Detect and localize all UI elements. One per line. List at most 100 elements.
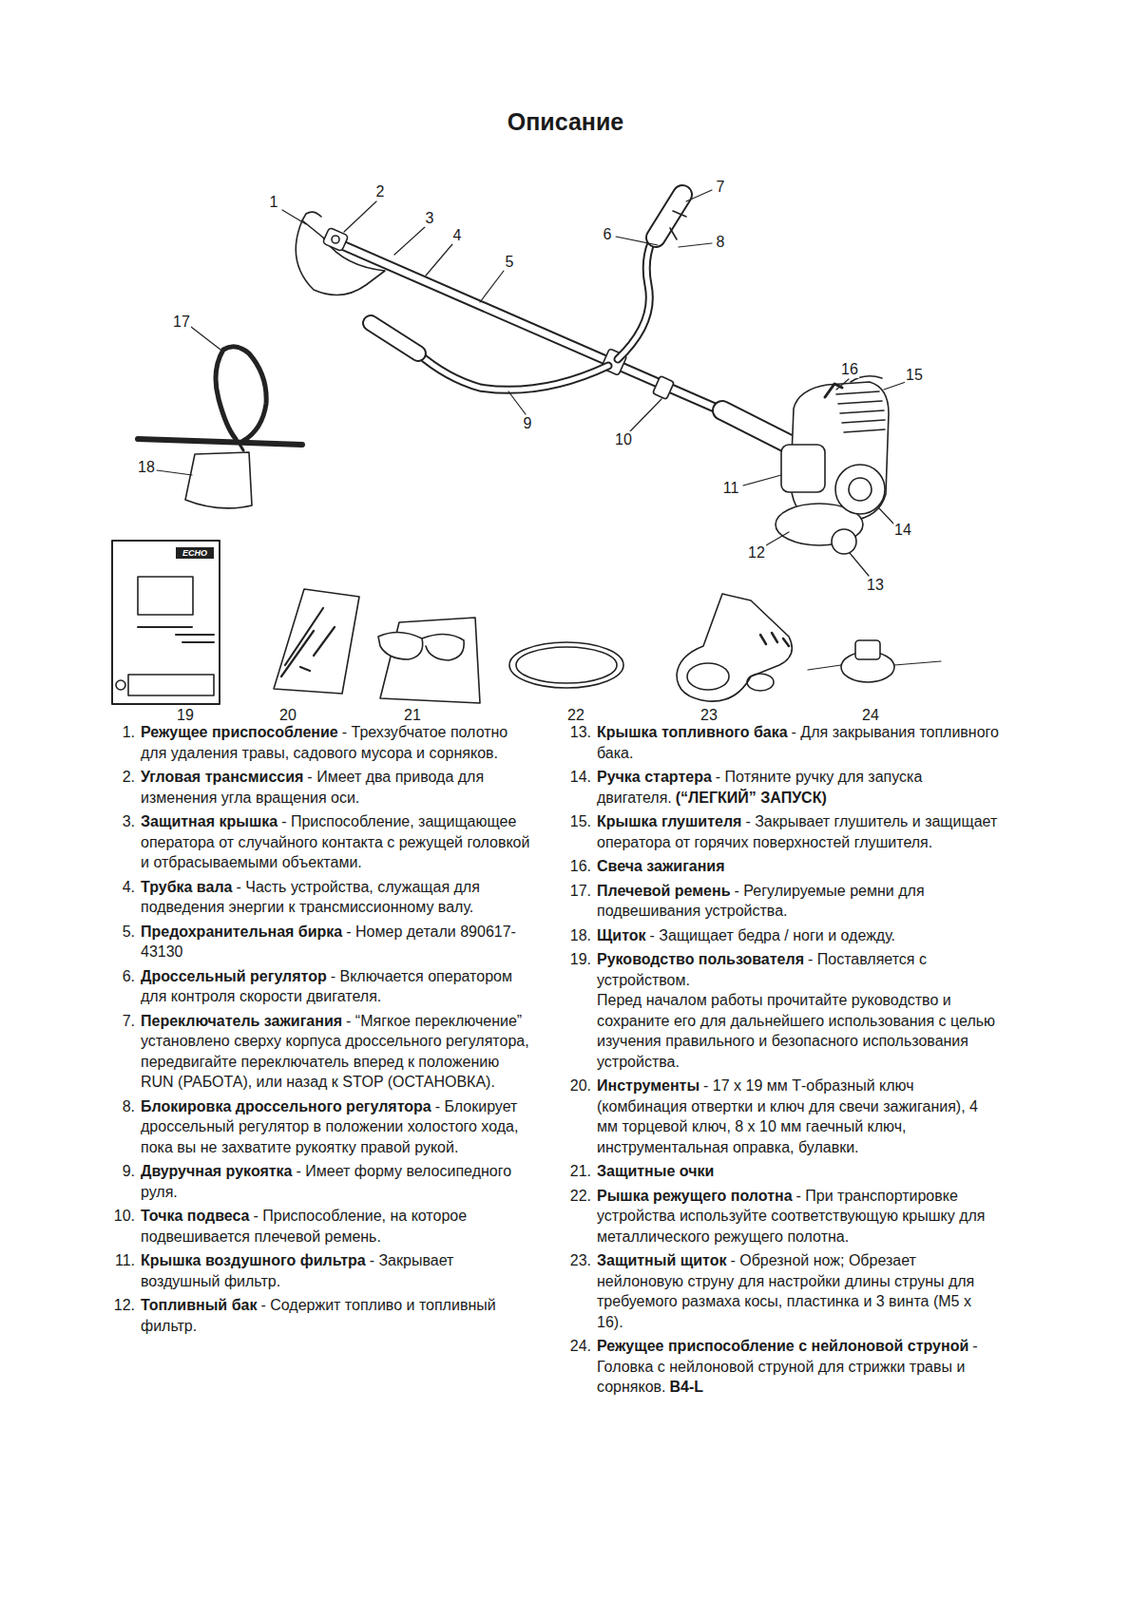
page-title: Описание bbox=[0, 108, 1131, 136]
waist-strap bbox=[137, 439, 303, 445]
item-number: 23. bbox=[564, 1250, 592, 1272]
leader-line bbox=[508, 391, 526, 415]
part-name: Ручка стартера bbox=[596, 768, 712, 786]
throttle-trigger bbox=[670, 210, 687, 240]
item-number: 6. bbox=[108, 966, 135, 988]
part-name: Плечевой ремень bbox=[596, 882, 731, 900]
list-item: 20.Инструменты- 17 x 19 мм Т-образный кл… bbox=[596, 1075, 1000, 1158]
item-number: 16. bbox=[564, 856, 592, 878]
handlebar-fill bbox=[418, 353, 609, 390]
part-description: B4-L bbox=[670, 1379, 705, 1396]
starter bbox=[835, 464, 885, 515]
leader-line bbox=[394, 227, 425, 255]
callout-number: 11 bbox=[722, 479, 741, 498]
item-number: 8. bbox=[108, 1096, 135, 1118]
callout-number: 21 bbox=[402, 707, 422, 725]
list-item: 21.Защитные очки bbox=[596, 1161, 1000, 1183]
part-name: Топливный бак bbox=[140, 1297, 257, 1314]
part-name: Двуручная рукоятка bbox=[140, 1163, 293, 1180]
list-item: 13.Крышка топливного бака- Для закрывани… bbox=[596, 722, 1000, 764]
part-name: Трубка вала bbox=[140, 879, 232, 896]
manual bbox=[112, 540, 220, 705]
part-name: Защитные очки bbox=[596, 1163, 714, 1180]
callout-number: 23 bbox=[699, 707, 719, 725]
manual-footer bbox=[128, 674, 214, 696]
left-grip-outline bbox=[370, 323, 419, 354]
leader-line bbox=[425, 244, 453, 276]
trimmer-head-top bbox=[855, 640, 881, 660]
list-item: 8.Блокировка дроссельного регулятора- Бл… bbox=[140, 1096, 537, 1159]
throttle-handle-outline bbox=[655, 194, 683, 238]
list-item: 12.Топливный бак- Содержит топливо и топ… bbox=[140, 1295, 537, 1337]
part-description: Перед началом работы прочитайте руководс… bbox=[596, 990, 1000, 1073]
leader-line bbox=[686, 190, 712, 202]
part-name: Предохранительная бирка bbox=[140, 923, 343, 940]
leader-line bbox=[615, 236, 658, 246]
item-number: 21. bbox=[564, 1161, 592, 1183]
part-name: Крышка топливного бака bbox=[596, 724, 788, 741]
starter-hub bbox=[848, 478, 872, 501]
list-item: 6.Дроссельный регулятор- Включается опер… bbox=[140, 966, 537, 1008]
callout-number: 1 bbox=[268, 193, 280, 211]
shoulder-strap bbox=[215, 346, 267, 441]
leader-line bbox=[156, 470, 192, 476]
item-number: 1. bbox=[108, 722, 135, 744]
blade-cover-ring bbox=[509, 642, 624, 689]
part-name: Блокировка дроссельного регулятора bbox=[140, 1098, 432, 1115]
list-item: 3.Защитная крышка- Приспособление, защищ… bbox=[140, 811, 537, 874]
leader-line bbox=[836, 379, 849, 390]
list-item: 7.Переключатель зажигания- “Мягкое перек… bbox=[140, 1011, 537, 1093]
callout-number: 13 bbox=[865, 576, 885, 595]
part-name: Свеча зажигания bbox=[596, 858, 726, 875]
part-name: Дроссельный регулятор bbox=[140, 968, 327, 985]
list-item: 11.Крышка воздушного фильтра- Закрывает … bbox=[140, 1250, 537, 1292]
item-number: 12. bbox=[108, 1295, 135, 1317]
fuel-cap bbox=[831, 529, 857, 555]
leader-line bbox=[678, 243, 712, 248]
part-name: Режущее приспособление bbox=[140, 724, 339, 741]
item-number: 13. bbox=[564, 722, 592, 744]
guard-shield bbox=[676, 594, 792, 702]
throttle-handle-fill bbox=[655, 194, 683, 238]
part-description: - Защищает бедра / ноги и одежду. bbox=[650, 927, 896, 944]
callout-number: 19 bbox=[175, 707, 195, 725]
list-item: 9.Двуручная рукоятка- Имеет форму велоси… bbox=[140, 1161, 537, 1203]
list-item: 18.Щиток- Защищает бедра / ноги и одежду… bbox=[596, 925, 1000, 947]
leader-line bbox=[282, 210, 307, 225]
safety-glasses bbox=[378, 632, 464, 661]
leader-line bbox=[849, 553, 869, 576]
leader-line bbox=[630, 399, 662, 432]
shaft-fill bbox=[342, 245, 761, 428]
guard-plate bbox=[747, 673, 774, 691]
list-item: 16.Свеча зажигания bbox=[596, 856, 1000, 878]
callout-number: 7 bbox=[715, 178, 727, 196]
list-item: 19.Руководство пользователя- Поставляетс… bbox=[596, 949, 1000, 1073]
parts-list-column: 1.Режущее приспособление- Трехзубчатое п… bbox=[140, 722, 537, 1341]
guard-screws bbox=[760, 632, 789, 647]
right-bar-outline bbox=[617, 232, 656, 360]
logo-bar bbox=[175, 547, 214, 559]
manual-lines bbox=[137, 627, 214, 643]
leader-line bbox=[743, 475, 782, 486]
item-number: 7. bbox=[108, 1011, 135, 1033]
item-number: 14. bbox=[564, 766, 592, 788]
callout-number: 17 bbox=[172, 313, 192, 331]
item-number: 10. bbox=[108, 1206, 135, 1227]
part-name: Крышка глушителя bbox=[596, 813, 742, 830]
air-filter-cover bbox=[781, 444, 825, 493]
tool-bag bbox=[273, 589, 360, 694]
callout-number: 16 bbox=[840, 361, 860, 379]
gearbox-hub bbox=[331, 235, 340, 244]
list-item: 14.Ручка стартера- Потяните ручку для за… bbox=[596, 766, 1000, 808]
list-item: 1.Режущее приспособление- Трехзубчатое п… bbox=[140, 722, 537, 764]
part-name: Защитный щиток bbox=[596, 1252, 727, 1269]
callout-number: 5 bbox=[504, 253, 516, 271]
list-item: 2.Угловая трансмиссия- Имеет два привода… bbox=[140, 766, 537, 808]
blade-cover-ring-inner bbox=[516, 647, 617, 684]
part-name: Крышка воздушного фильтра bbox=[140, 1252, 366, 1269]
item-number: 2. bbox=[108, 766, 135, 788]
item-number: 3. bbox=[108, 811, 135, 833]
leader-line bbox=[879, 508, 895, 525]
logo-text: ECHO bbox=[182, 548, 208, 558]
